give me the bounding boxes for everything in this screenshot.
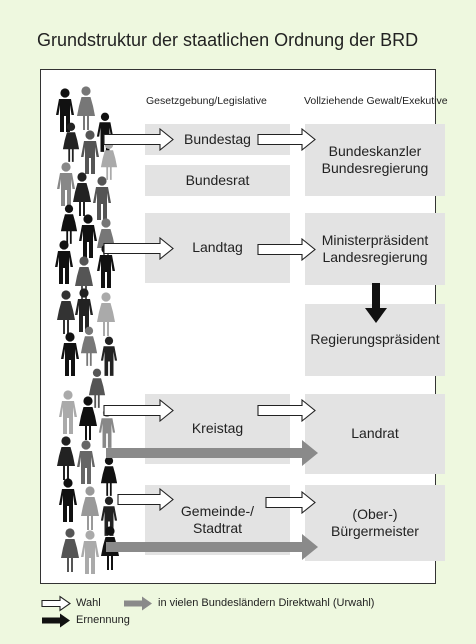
buergermeister-box: (Ober-) Bürgermeister — [305, 485, 445, 561]
bundeskanzler-label: Bundeskanzler Bundesregierung — [321, 142, 429, 177]
regierungspraesident-box: Regierungspräsident — [305, 304, 445, 376]
legislative-header: Gesetzgebung/Legislative — [146, 95, 267, 107]
bundesrat-box: Bundesrat — [145, 165, 290, 196]
kreistag-box: Kreistag — [145, 394, 290, 464]
regierungspraesident-label: Regierungspräsident — [310, 331, 440, 348]
bundestag-label: Bundestag — [184, 130, 251, 147]
legend-ernennung-icon — [42, 613, 70, 628]
buergermeister-label: (Ober-) Bürgermeister — [331, 505, 419, 540]
kreistag-label: Kreistag — [191, 420, 244, 437]
landtag-box: Landtag — [145, 213, 290, 283]
landrat-label: Landrat — [351, 425, 399, 442]
legend-wahl-label: Wahl — [76, 597, 101, 609]
legend-wahl-icon — [41, 595, 71, 612]
gemeinderat-label: Gemeinde-/ Stadtrat — [180, 502, 255, 537]
legend-direktwahl-icon — [124, 596, 152, 611]
bundeskanzler-box: Bundeskanzler Bundesregierung — [305, 124, 445, 196]
bundestag-box: Bundestag — [145, 124, 290, 155]
gemeinderat-box: Gemeinde-/ Stadtrat — [145, 485, 290, 555]
landrat-box: Landrat — [305, 394, 445, 474]
ministerpraesident-box: Ministerpräsident Landesregierung — [305, 213, 445, 285]
legend-ernennung-label: Ernennung — [76, 614, 130, 626]
ministerpraesident-label: Ministerpräsident Landesregierung — [321, 231, 429, 266]
landtag-label: Landtag — [192, 239, 243, 256]
diagram-title: Grundstruktur der staatlichen Ordnung de… — [37, 30, 419, 50]
executive-header: Vollziehende Gewalt/Exekutive — [304, 95, 448, 107]
legend-direktwahl-label: in vielen Bundesländern Direktwahl (Urwa… — [158, 597, 375, 609]
bundesrat-label: Bundesrat — [185, 171, 250, 188]
